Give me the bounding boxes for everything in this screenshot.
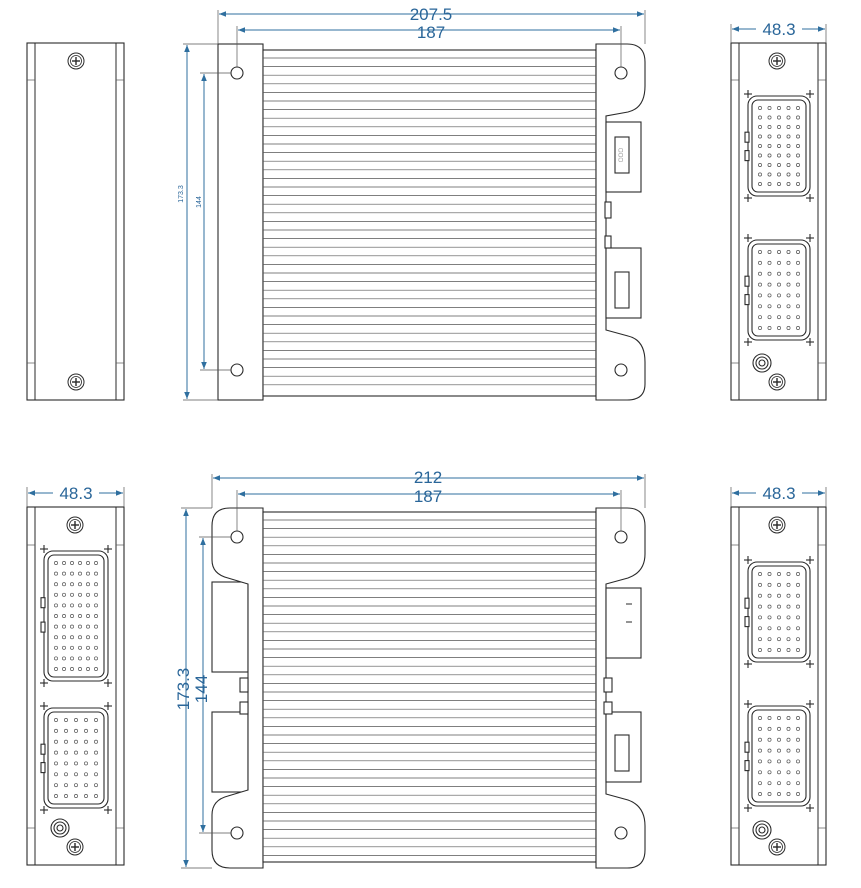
- screw-icon: [67, 52, 85, 70]
- side-view-housing-top: ▢▢▢ 207.5 187 173.3 144: [178, 5, 646, 401]
- connector: [743, 89, 815, 203]
- connector: [743, 233, 815, 347]
- end-view-connectors-top-right: 48.3: [730, 20, 827, 401]
- side-view-housing-bottom: 212 187 173.3 144: [174, 468, 646, 869]
- dimension-label: 212: [414, 468, 442, 487]
- screw-icon: [768, 373, 786, 391]
- dimension-label: 187: [417, 23, 445, 42]
- dimension-label: 48.3: [59, 484, 92, 503]
- dimension-label: 187: [414, 487, 442, 506]
- screw-icon: [67, 373, 85, 391]
- end-view-connectors-bottom-right: 48.3: [730, 484, 827, 866]
- screw-icon: [66, 516, 84, 534]
- end-view-blank-plate: [26, 42, 125, 401]
- dimension-label: 144: [192, 675, 211, 703]
- connector: [743, 555, 815, 669]
- connector: [39, 544, 113, 688]
- screw-icon: [66, 838, 84, 856]
- dimension-label: 144: [196, 196, 203, 208]
- screw-icon: [768, 516, 786, 534]
- connector: [743, 699, 815, 813]
- screw-icon: [768, 838, 786, 856]
- dimension-label: 48.3: [762, 20, 795, 39]
- screw-icon: [768, 52, 786, 70]
- connector: [39, 701, 113, 815]
- dimension-label: 173.3: [174, 668, 193, 711]
- end-view-connectors-bottom-left: 48.3: [26, 484, 125, 866]
- dimension-label: 207.5: [410, 5, 453, 24]
- svg-text:▢▢▢: ▢▢▢: [618, 148, 624, 162]
- dimension-label: 173.3: [178, 185, 185, 203]
- dimension-label: 48.3: [762, 484, 795, 503]
